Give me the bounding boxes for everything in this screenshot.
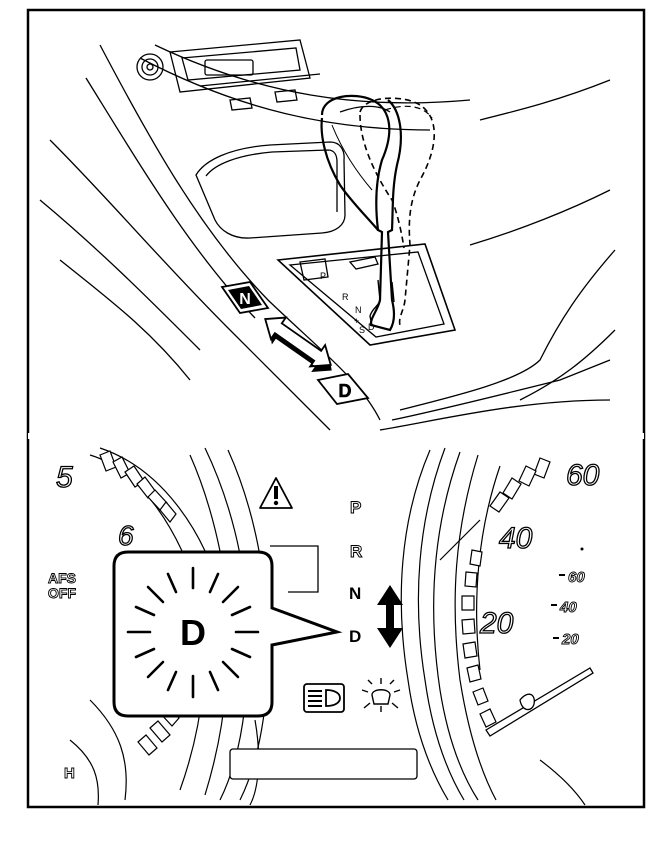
- speed-digit-20: 20: [479, 607, 514, 640]
- gate-label-n: N: [355, 305, 362, 315]
- up-down-arrow-icon: [377, 585, 403, 648]
- double-arrow-icon: [264, 316, 332, 372]
- shift-lever-ghost: [359, 97, 436, 326]
- afs-off-line1: AFS: [48, 570, 76, 586]
- speedometer-ticks: [461, 457, 551, 728]
- radio-knob-icon: [136, 53, 164, 81]
- speed-digit-60: 60: [566, 459, 600, 492]
- light-sensor-icon: [361, 678, 401, 712]
- tach-digit-5: 5: [56, 461, 73, 494]
- gate-label-d: D: [368, 322, 375, 332]
- gate-label-s: S: [359, 325, 365, 335]
- callout-n-label: N: [239, 291, 251, 308]
- afs-off-line2: OFF: [48, 585, 76, 601]
- gate-label-r: R: [342, 292, 349, 302]
- gear-indicator-n: N: [349, 584, 361, 603]
- kmh-label-60: 60: [568, 569, 585, 586]
- gear-indicator-r: R: [350, 542, 362, 561]
- odometer-display: [229, 748, 418, 780]
- gate-label-plus: +: [354, 316, 359, 326]
- headlight-indicator-icon: [303, 683, 345, 713]
- gear-position-indicator: P R N D: [349, 498, 363, 647]
- kmh-scale: 60 40 20: [551, 569, 586, 648]
- info-display-upper: [270, 545, 319, 593]
- temp-gauge-h: H: [64, 765, 75, 782]
- shift-lever: [320, 94, 402, 332]
- sunburst-rays: [126, 566, 260, 699]
- callout-d-label: D: [339, 381, 352, 401]
- gate-label-p: P: [320, 271, 326, 281]
- afs-off-indicator: AFS OFF: [48, 570, 77, 602]
- gear-indicator-p: P: [350, 498, 361, 517]
- kmh-label-40: 40: [559, 599, 577, 616]
- warning-triangle-icon: [259, 477, 293, 509]
- speedometer-needle: [485, 667, 594, 737]
- gear-popup-callout: D: [112, 550, 343, 718]
- callout-n: N: [220, 281, 270, 314]
- gear-indicator-d: D: [349, 627, 361, 646]
- kmh-label-20: 20: [561, 631, 579, 648]
- callout-d: D: [316, 373, 370, 405]
- tach-digit-6: 6: [118, 520, 134, 551]
- popup-gear-d: D: [180, 612, 206, 653]
- gate-labels: P R N + S D: [320, 271, 375, 335]
- speed-digit-40: 40: [499, 522, 533, 555]
- speedometer-arcs: [400, 447, 586, 806]
